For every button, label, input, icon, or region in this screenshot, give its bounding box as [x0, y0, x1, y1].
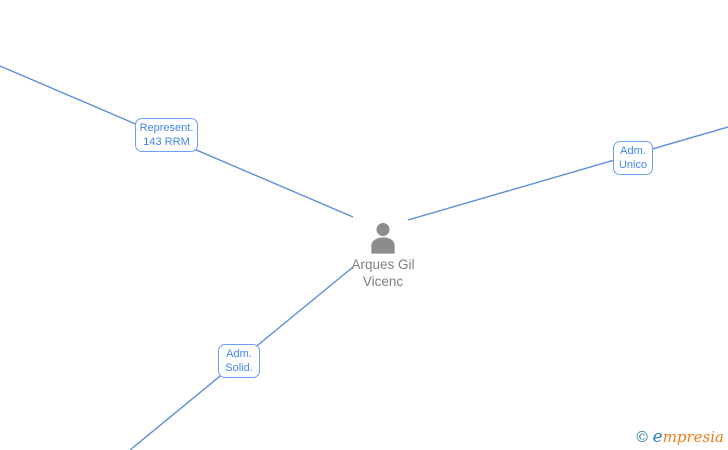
center-node-arques-gil-vicenc[interactable]: Arques Gil Vicenc: [333, 222, 433, 290]
logo-text: mpresia: [662, 428, 724, 446]
copyright-icon: ©: [634, 428, 650, 446]
edge-label-line1: Represent.: [139, 122, 194, 134]
edge-label-represent-143-rrm[interactable]: Represent. 143 RRM: [135, 118, 198, 152]
edge-label-adm-solid[interactable]: Adm. Solid.: [218, 344, 260, 378]
edge-label-line2: Solid.: [225, 362, 253, 374]
edge-label-line1: Adm.: [226, 348, 252, 360]
edge-label-line2: Unico: [618, 159, 648, 171]
node-name-line2: Vicenc: [362, 274, 404, 289]
person-icon: [371, 222, 395, 254]
edge-adm-unico: [407, 126, 728, 221]
node-name: Arques Gil Vicenc: [333, 256, 433, 290]
edge-label-adm-unico[interactable]: Adm. Unico: [613, 141, 653, 175]
logo-initial: e: [652, 427, 663, 447]
node-name-line1: Arques Gil: [351, 257, 415, 272]
edge-label-line2: 143 RRM: [143, 136, 190, 148]
empresia-logo: ©empresia: [635, 427, 724, 447]
edge-label-line1: Adm.: [620, 145, 646, 157]
